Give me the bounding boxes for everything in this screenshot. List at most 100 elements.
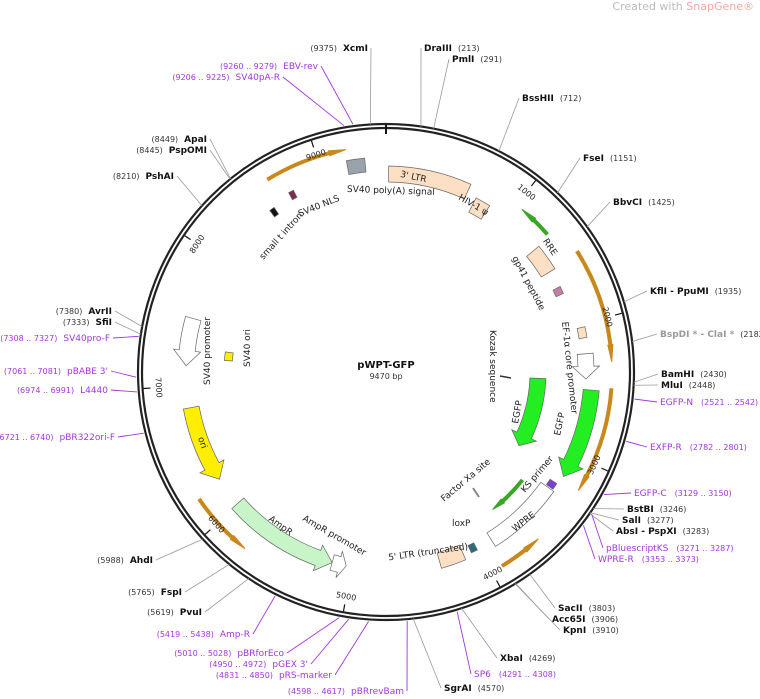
primer-site-line	[334, 621, 369, 676]
feature-sv40-ori[interactable]	[224, 351, 234, 362]
enzyme-site-line	[114, 310, 143, 327]
feature-sv40-nls[interactable]	[288, 189, 298, 201]
primer-site-line	[626, 440, 648, 448]
orf-arrow[interactable]	[197, 497, 246, 550]
feature-ori[interactable]	[182, 405, 225, 480]
enzyme-label[interactable]: DraIII(213)	[424, 44, 480, 54]
feature-ef-1-box[interactable]	[576, 326, 588, 340]
enzyme-label[interactable]: Acc65I(3906)	[552, 615, 618, 625]
feature-sv40-promoter[interactable]	[172, 315, 202, 367]
enzyme-label[interactable]: (8449)ApaI	[152, 135, 207, 145]
enzyme-label[interactable]: SacII(3803)	[558, 604, 615, 614]
primer-label[interactable]: SP6(4291 .. 4308)	[474, 670, 556, 680]
factor-xa-mark	[472, 487, 480, 498]
features	[172, 157, 601, 578]
enzyme-label[interactable]: BbvCI(1425)	[613, 198, 675, 208]
primer-label[interactable]: (5419 .. 5438)Amp-R	[157, 630, 250, 640]
primer-label[interactable]: (6721 .. 6740)pBR322ori-F	[0, 433, 115, 443]
feature-label-sv40-nls[interactable]: SV40 NLS	[297, 194, 341, 220]
feature-label-loxp[interactable]: loxP	[452, 519, 471, 529]
feature-label-small-t-intron[interactable]: small t intron	[258, 211, 305, 262]
enzyme-label[interactable]: XbaI(4269)	[500, 654, 555, 664]
enzyme-site-line	[586, 201, 611, 228]
feature-label-factor-xa[interactable]: Factor Xa site	[440, 457, 494, 504]
primer-label[interactable]: (4831 .. 4850)pRS-marker	[216, 671, 332, 681]
enzyme-site-line	[204, 578, 249, 613]
primer-label[interactable]: WPRE-R(3353 .. 3373)	[598, 555, 699, 565]
plasmid-length: 9470 bp	[369, 372, 402, 381]
enzyme-label[interactable]: FseI(1151)	[583, 154, 637, 164]
enzyme-label[interactable]: AbsI - PspXI(3283)	[616, 527, 709, 537]
feature-wpre[interactable]	[486, 481, 555, 547]
enzyme-label[interactable]: (9375)XcmI	[310, 44, 368, 54]
enzyme-label[interactable]: (5988)AhdI	[97, 556, 153, 566]
orf-arrow[interactable]	[492, 478, 525, 510]
enzyme-label[interactable]: (8445)PspOMI	[136, 146, 207, 156]
feature-label-egfp-1[interactable]: EGFP	[511, 399, 525, 424]
enzyme-label[interactable]: KflI - PpuMI(1935)	[650, 287, 741, 297]
primer-label[interactable]: (9206 .. 9225)SV40pA-R	[172, 73, 280, 83]
tick-mark	[601, 467, 609, 472]
enzyme-site-line	[369, 47, 372, 125]
primer-site-line	[110, 370, 137, 378]
primer-label[interactable]: EGFP-C(3129 .. 3150)	[634, 489, 732, 499]
enzyme-label[interactable]: (7380)AvrII	[56, 307, 112, 317]
orf-arrows	[197, 149, 614, 568]
tick-label: 7000	[153, 377, 163, 398]
feature-label-ori[interactable]: ori	[195, 436, 208, 450]
primer-label[interactable]: EGFP-N(2521 .. 2542)	[660, 398, 758, 408]
primer-label[interactable]: pBluescriptKS(3271 .. 3287)	[606, 544, 733, 554]
feature-loxp[interactable]	[467, 542, 478, 554]
primer-label[interactable]: (7308 .. 7327)SV40pro-F	[0, 334, 110, 344]
feature-rre[interactable]	[526, 245, 556, 278]
primer-label[interactable]: (5010 .. 5028)pBRforEco	[174, 649, 284, 659]
enzyme-label[interactable]: (5619)PvuI	[147, 608, 202, 618]
orf-arrow[interactable]	[500, 538, 539, 568]
feature-egfp[interactable]	[558, 389, 600, 478]
feature-5-ltr-truncated-[interactable]	[436, 544, 467, 569]
enzyme-label[interactable]: MluI(2448)	[661, 381, 715, 391]
enzyme-label[interactable]: (8210)PshAI	[113, 172, 174, 182]
orf-arrow[interactable]	[521, 208, 549, 236]
enzyme-label[interactable]: SalI(3277)	[622, 516, 674, 526]
feature-label-kozak[interactable]: Kozak sequence	[487, 330, 497, 403]
feature-ef-1-core-promoter[interactable]	[571, 352, 601, 380]
feature-ks-primer[interactable]	[545, 478, 558, 490]
feature-ampr[interactable]	[231, 497, 333, 572]
tick-mark	[342, 604, 346, 612]
tick-mark	[204, 529, 211, 535]
feature-gp41-peptide[interactable]	[552, 286, 564, 298]
feature-egfp[interactable]	[511, 377, 547, 447]
tick-mark	[614, 312, 622, 316]
primer-label[interactable]: (4950 .. 4972)pGEX 3'	[209, 660, 308, 670]
feature-label-sv40-ori[interactable]: SV40 ori	[243, 329, 253, 367]
feature-sv40-poly-a-signal[interactable]	[345, 157, 367, 175]
enzyme-label[interactable]: BstBI(3246)	[627, 505, 686, 515]
enzyme-label[interactable]: BspDI * - ClaI *(2182)	[660, 330, 760, 340]
feature-3-ltr[interactable]	[388, 165, 472, 200]
primer-site-line	[117, 432, 144, 438]
feature-hiv-1-[interactable]	[468, 197, 491, 220]
enzyme-label[interactable]: BamHI(2430)	[661, 370, 727, 380]
enzyme-label[interactable]: (7333)SfiI	[63, 318, 112, 328]
enzyme-label[interactable]: (5765)FspI	[128, 588, 182, 598]
primer-label[interactable]: (7061 .. 7081)pBABE 3'	[4, 367, 108, 377]
primer-label[interactable]: (6974 .. 6991)L4440	[17, 386, 108, 396]
primer-label[interactable]: (4598 .. 4617)pBRrevBam	[288, 687, 404, 697]
feature-ampr-promoter[interactable]	[329, 551, 347, 578]
orf-arrow[interactable]	[266, 149, 346, 182]
enzyme-label[interactable]: KpnI(3910)	[563, 626, 619, 636]
orf-arrow[interactable]	[577, 388, 614, 491]
feature-small-t-intron[interactable]	[269, 206, 280, 218]
enzyme-label[interactable]: SgrAI(4570)	[444, 684, 504, 694]
orf-arrow[interactable]	[575, 250, 614, 362]
enzyme-label[interactable]: BssHII(712)	[522, 94, 581, 104]
feature-label-egfp-2[interactable]: EGFP	[553, 411, 568, 436]
enzyme-label[interactable]: PmlI(291)	[452, 55, 502, 65]
primer-label[interactable]: (9260 .. 9279)EBV-rev	[220, 62, 319, 72]
feature-label-sv40-polya[interactable]: SV40 poly(A) signal	[347, 185, 435, 198]
tick-label: 4000	[482, 565, 504, 582]
restriction-sites: (9375)XcmI DraIII(213)PmlI(291) BssHII(712…	[56, 44, 760, 694]
feature-label-sv40-promoter[interactable]: SV40 promoter	[203, 317, 213, 385]
primer-label[interactable]: EXFP-R(2782 .. 2801)	[650, 443, 747, 453]
